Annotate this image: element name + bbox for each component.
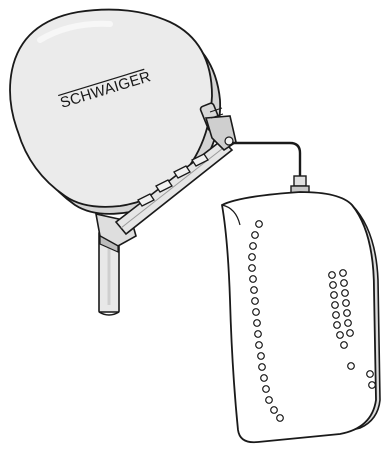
receiver-box-icon (222, 192, 380, 442)
coax-cable-icon (232, 143, 309, 194)
